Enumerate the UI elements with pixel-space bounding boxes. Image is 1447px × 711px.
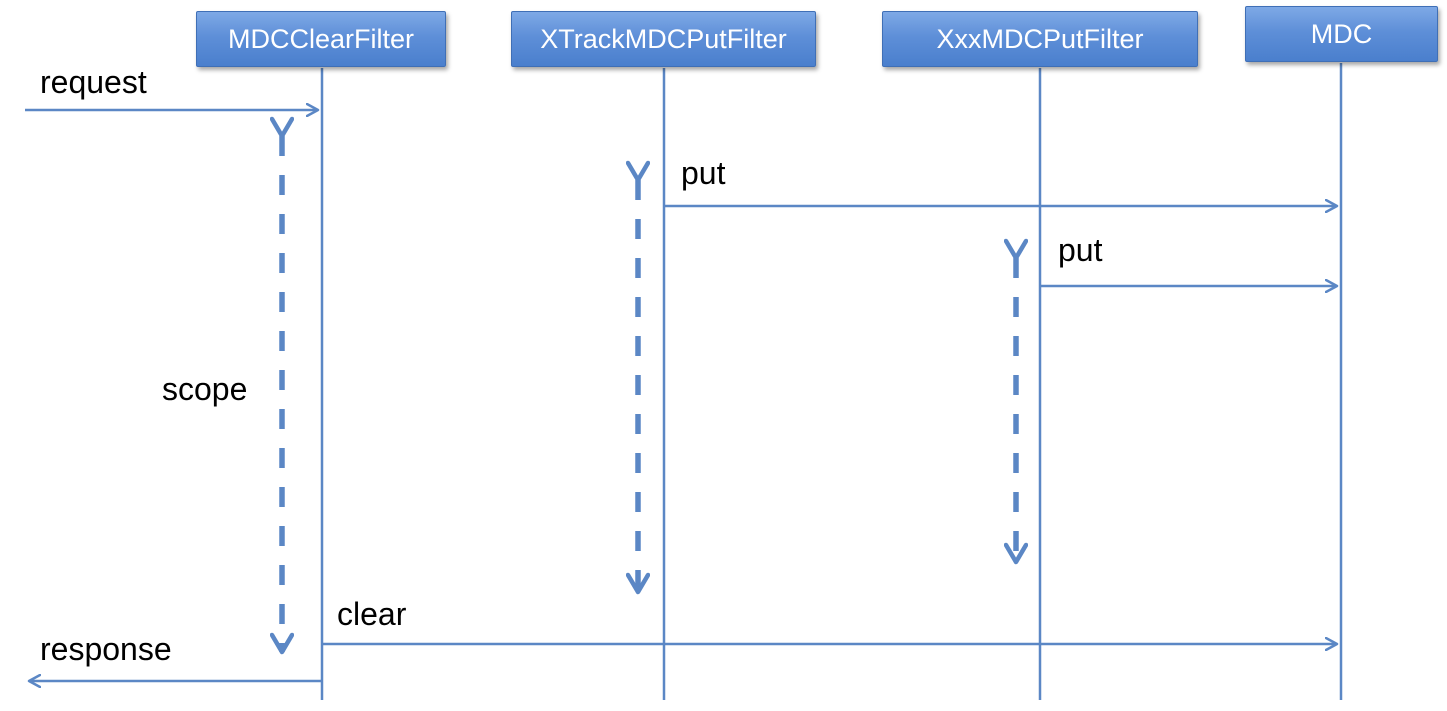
put-label-2: put <box>1058 232 1103 268</box>
response-label: response <box>40 631 172 667</box>
participant-xtrack-mdc-put-filter: XTrackMDCPutFilter <box>511 11 816 67</box>
scope-label: scope <box>162 371 248 407</box>
put-label-1: put <box>681 155 726 191</box>
participant-mdc-clear-filter: MDCClearFilter <box>196 11 446 67</box>
request-label: request <box>40 64 147 100</box>
participant-mdc: MDC <box>1245 6 1438 62</box>
clear-label: clear <box>337 596 407 632</box>
participant-xxx-mdc-put-filter: XxxMDCPutFilter <box>882 11 1198 67</box>
